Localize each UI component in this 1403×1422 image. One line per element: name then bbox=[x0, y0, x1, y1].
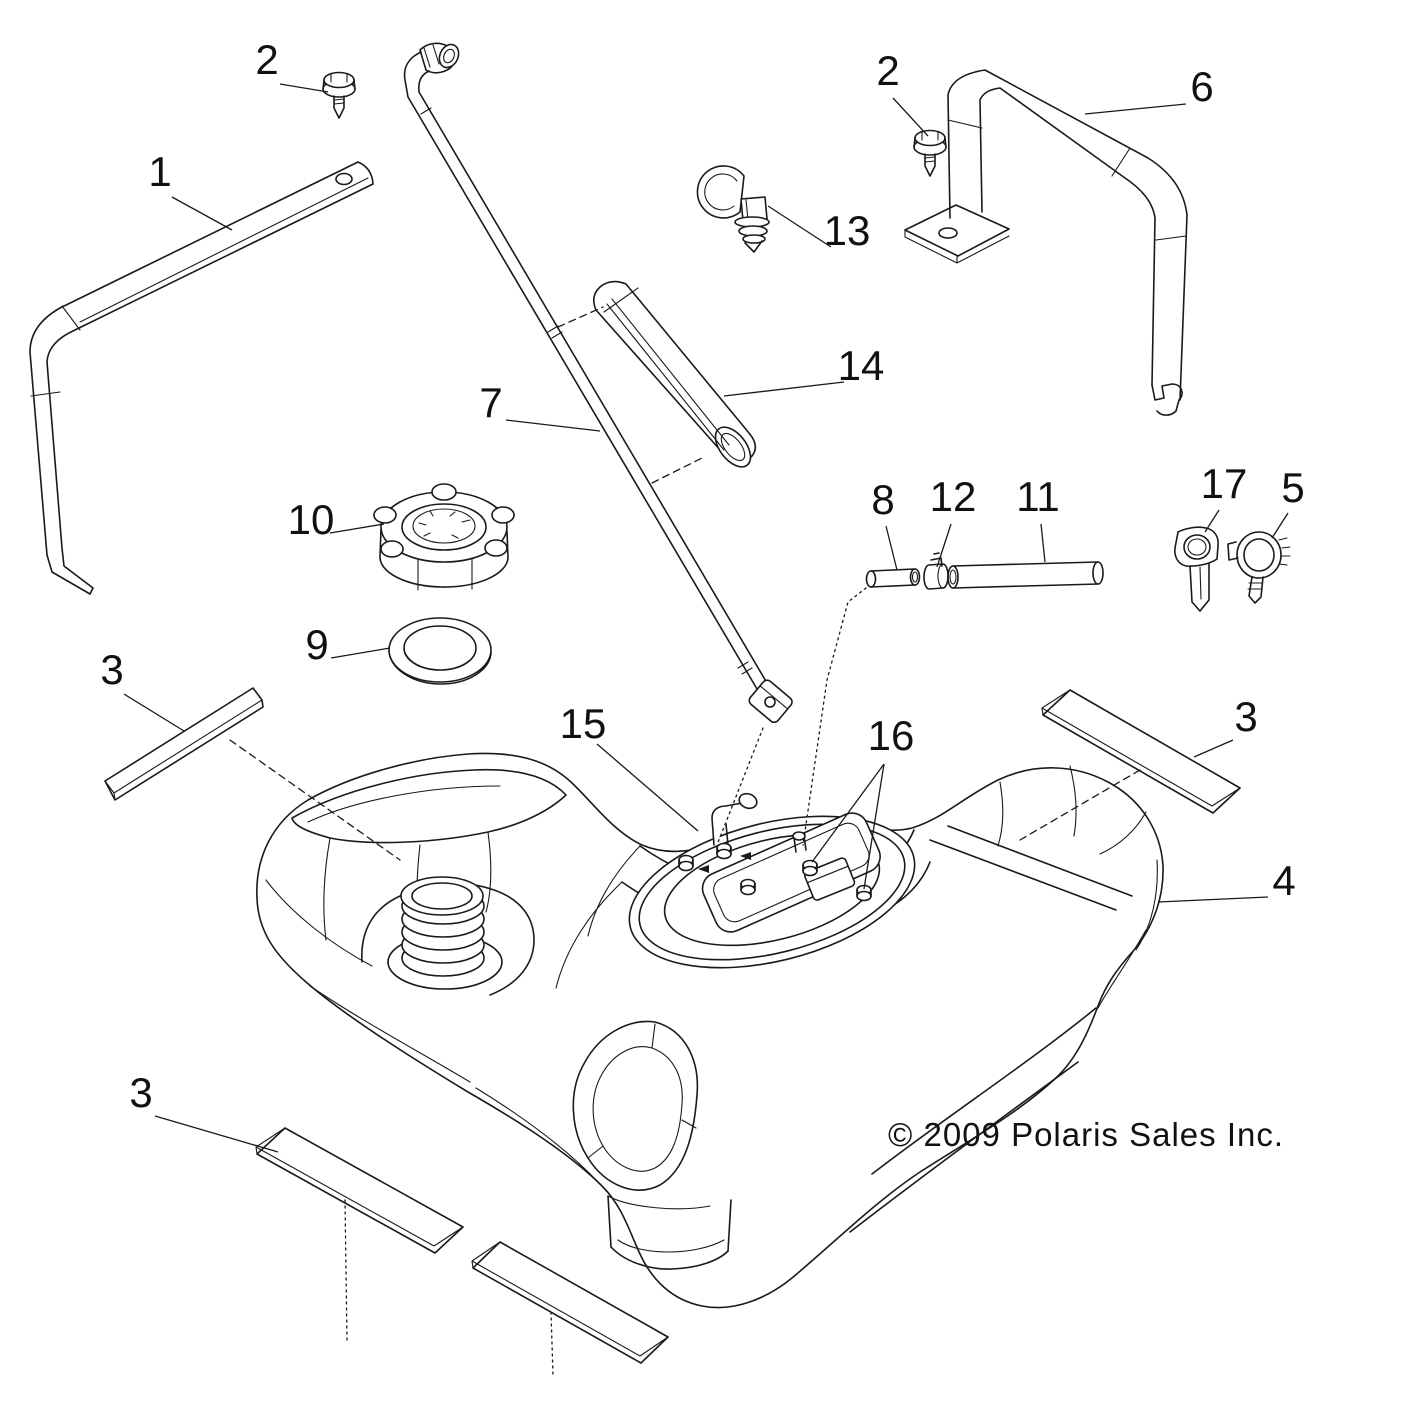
callout-17: 17 bbox=[1201, 460, 1248, 532]
cable-clip bbox=[697, 166, 769, 252]
clamp-mini bbox=[924, 553, 948, 589]
callout-14: 14 bbox=[724, 342, 884, 396]
callout-leader bbox=[155, 1116, 278, 1152]
callout-4: 4 bbox=[1158, 857, 1296, 904]
foam-strip bbox=[472, 1242, 668, 1363]
fuel-cap bbox=[374, 484, 514, 590]
strap-right bbox=[905, 70, 1187, 415]
callout-leader bbox=[1194, 740, 1233, 757]
strap-left bbox=[30, 162, 373, 594]
hose-short bbox=[867, 569, 920, 587]
callout-3: 3 bbox=[129, 1069, 278, 1152]
callout-15: 15 bbox=[560, 700, 698, 831]
callout-number: 1 bbox=[148, 148, 171, 195]
callout-number: 2 bbox=[876, 47, 899, 94]
retainer-clip bbox=[1175, 527, 1218, 611]
callout-leader bbox=[864, 764, 884, 889]
callout-leader bbox=[886, 526, 897, 570]
callout-12: 12 bbox=[930, 473, 977, 567]
callout-10: 10 bbox=[288, 496, 384, 543]
callout-leader bbox=[330, 524, 384, 533]
callout-leader bbox=[1085, 104, 1186, 114]
fuel-pump bbox=[614, 790, 931, 995]
callout-9: 9 bbox=[305, 621, 390, 668]
callout-13: 13 bbox=[768, 206, 870, 254]
callout-number: 6 bbox=[1190, 63, 1213, 110]
callout-number: 16 bbox=[868, 712, 915, 759]
callout-2: 2 bbox=[255, 36, 328, 92]
hose-long bbox=[948, 562, 1103, 588]
callout-number: 14 bbox=[838, 342, 885, 389]
callout-number: 10 bbox=[288, 496, 335, 543]
callout-leader bbox=[1205, 510, 1219, 532]
callout-number: 8 bbox=[871, 476, 894, 523]
callout-3: 3 bbox=[100, 646, 184, 731]
callout-6: 6 bbox=[1085, 63, 1214, 114]
callout-number: 13 bbox=[824, 207, 871, 254]
callout-leader bbox=[597, 744, 698, 831]
callout-leader bbox=[724, 382, 844, 396]
copyright-text: © 2009 Polaris Sales Inc. bbox=[888, 1116, 1284, 1153]
callout-leader bbox=[506, 420, 600, 431]
callout-number: 17 bbox=[1201, 460, 1248, 507]
callout-number: 3 bbox=[129, 1069, 152, 1116]
callout-number: 15 bbox=[560, 700, 607, 747]
callout-leader bbox=[331, 648, 390, 658]
callout-leader bbox=[124, 694, 184, 731]
fuel-tank bbox=[257, 753, 1163, 1307]
callout-number: 7 bbox=[479, 379, 502, 426]
foam-strip bbox=[1042, 690, 1240, 813]
callout-number: 3 bbox=[1234, 693, 1257, 740]
sleeve bbox=[594, 282, 758, 474]
callout-leader bbox=[1272, 513, 1288, 538]
foam-strip bbox=[256, 1128, 463, 1253]
callout-5: 5 bbox=[1272, 464, 1305, 538]
callout-number: 5 bbox=[1281, 464, 1304, 511]
callout-8: 8 bbox=[871, 476, 897, 570]
gasket bbox=[389, 618, 491, 684]
callout-3: 3 bbox=[1194, 693, 1258, 757]
foam-strip bbox=[105, 688, 263, 800]
callout-leader bbox=[280, 84, 328, 92]
callout-leader bbox=[768, 206, 831, 247]
callout-leader bbox=[812, 764, 884, 862]
callout-11: 11 bbox=[1016, 473, 1060, 562]
assembly-guides bbox=[230, 307, 1140, 1375]
callout-number: 12 bbox=[930, 473, 977, 520]
callout-leader bbox=[937, 524, 951, 567]
callout-number: 3 bbox=[100, 646, 123, 693]
callout-number: 4 bbox=[1272, 857, 1295, 904]
fuel-line bbox=[405, 41, 794, 724]
callout-leader bbox=[1158, 897, 1268, 902]
callout-leader bbox=[893, 98, 928, 136]
callout-leader bbox=[1041, 524, 1045, 562]
bolt bbox=[323, 73, 355, 119]
callout-2: 2 bbox=[876, 47, 928, 136]
callout-leader bbox=[172, 197, 232, 230]
bolt bbox=[914, 131, 946, 177]
callout-7: 7 bbox=[479, 379, 600, 431]
callout-number: 2 bbox=[255, 36, 278, 83]
callout-number: 11 bbox=[1016, 473, 1060, 520]
callout-16: 16 bbox=[812, 712, 914, 889]
clamp bbox=[1228, 532, 1290, 603]
callout-number: 9 bbox=[305, 621, 328, 668]
callout-1: 1 bbox=[148, 148, 232, 230]
